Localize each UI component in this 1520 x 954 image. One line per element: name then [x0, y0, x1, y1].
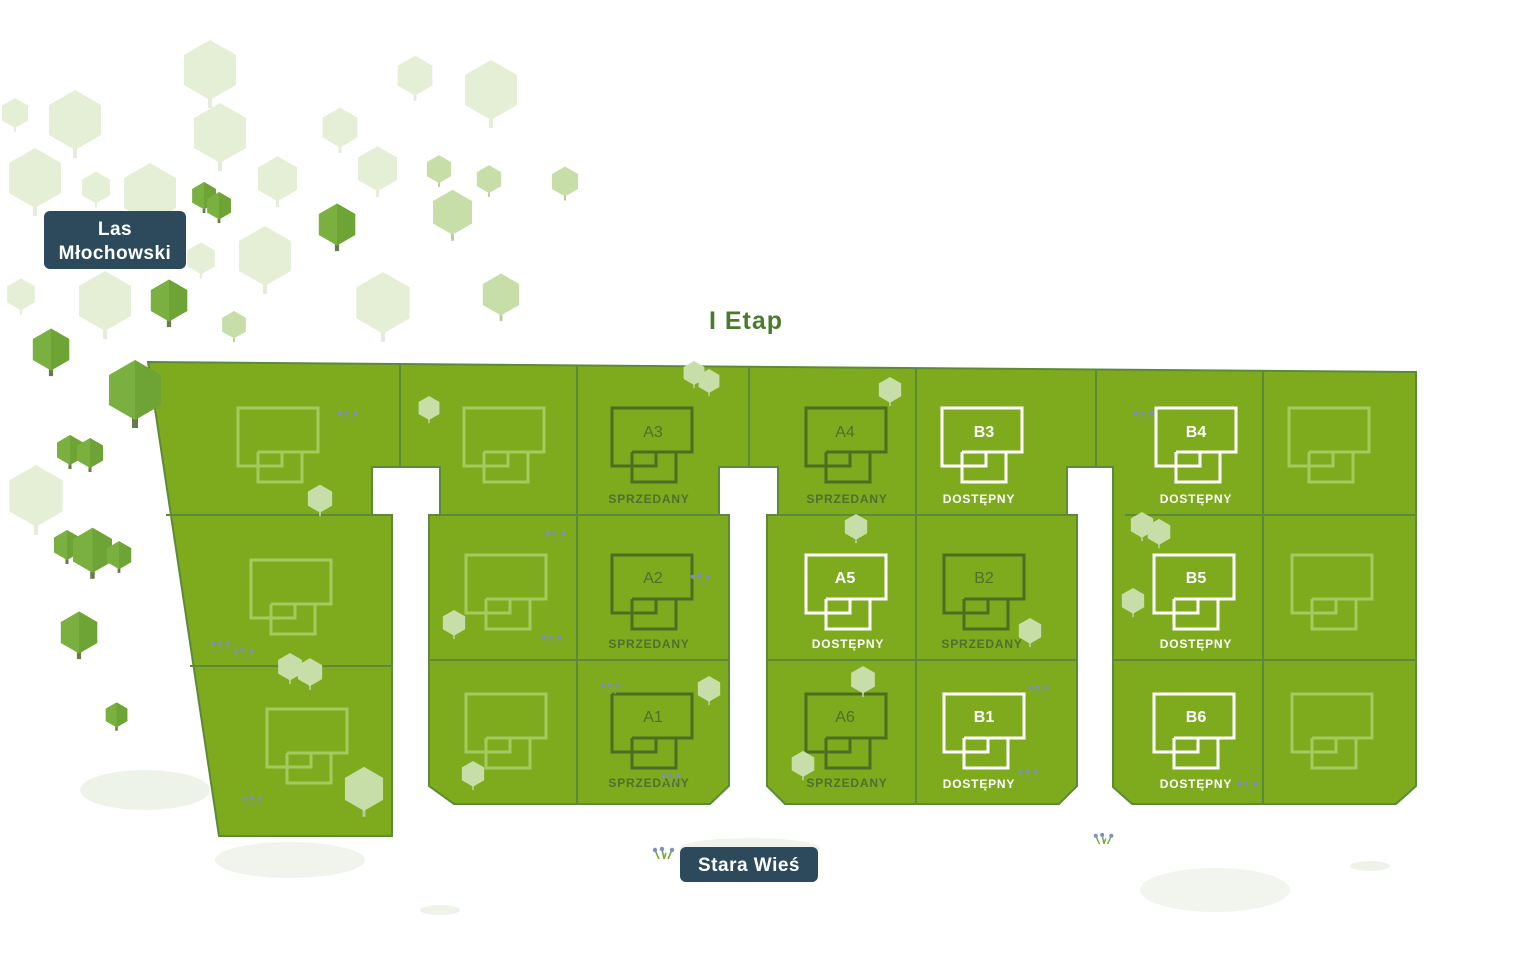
- plot-status: DOSTĘPNY: [812, 637, 884, 651]
- plot-code: A5: [835, 570, 856, 587]
- plot-code: B4: [1186, 424, 1207, 441]
- plot-status: SPRZEDANY: [608, 776, 689, 790]
- plot-b1[interactable]: B1 DOSTĘPNY: [942, 692, 1026, 791]
- plot-code: B6: [1186, 709, 1207, 726]
- plot-b5[interactable]: B5 DOSTĘPNY: [1152, 553, 1236, 651]
- plot-code: B5: [1186, 570, 1207, 587]
- plot-status: SPRZEDANY: [941, 637, 1022, 651]
- plot-code: A1: [643, 709, 663, 726]
- plots: A3 SPRZEDANY A4 SPRZEDANY B3 DOSTĘPNY B4…: [608, 406, 1238, 791]
- plot-code: B2: [974, 570, 994, 587]
- plot-status: SPRZEDANY: [608, 492, 689, 506]
- plot-code: A6: [835, 709, 855, 726]
- stage-title: I Etap: [709, 307, 783, 335]
- plot-status: DOSTĘPNY: [1160, 637, 1232, 651]
- plot-b4[interactable]: B4 DOSTĘPNY: [1154, 406, 1238, 506]
- forest-label-line-1: Las: [98, 219, 132, 240]
- plot-b3[interactable]: B3 DOSTĘPNY: [940, 406, 1024, 506]
- village-label-text: Stara Wieś: [698, 855, 800, 876]
- plot-a4[interactable]: A4 SPRZEDANY: [804, 406, 888, 506]
- plot-status: SPRZEDANY: [806, 776, 887, 790]
- plot-code: B3: [974, 424, 995, 441]
- plot-b6[interactable]: B6 DOSTĘPNY: [1152, 692, 1236, 791]
- plot-status: SPRZEDANY: [806, 492, 887, 506]
- plot-b2[interactable]: B2 SPRZEDANY: [941, 553, 1026, 651]
- plot-status: DOSTĘPNY: [943, 777, 1015, 791]
- plot-status: DOSTĘPNY: [1160, 777, 1232, 791]
- plot-code: A3: [643, 424, 663, 441]
- village-label: Stara Wieś: [680, 847, 818, 882]
- plot-a3[interactable]: A3 SPRZEDANY: [608, 406, 694, 506]
- plot-a2[interactable]: A2 SPRZEDANY: [608, 553, 694, 651]
- plot-code: B1: [974, 709, 995, 726]
- plot-code: A4: [835, 424, 855, 441]
- forest-label: Las Młochowski: [44, 211, 186, 269]
- plot-status: SPRZEDANY: [608, 637, 689, 651]
- plot-status: DOSTĘPNY: [943, 492, 1015, 506]
- forest-label-line-2: Młochowski: [59, 243, 172, 264]
- plot-code: A2: [643, 570, 663, 587]
- plot-a6[interactable]: A6 SPRZEDANY: [804, 692, 888, 790]
- plot-a5[interactable]: A5 DOSTĘPNY: [804, 553, 888, 651]
- plot-a1[interactable]: A1 SPRZEDANY: [608, 692, 694, 790]
- plot-status: DOSTĘPNY: [1160, 492, 1232, 506]
